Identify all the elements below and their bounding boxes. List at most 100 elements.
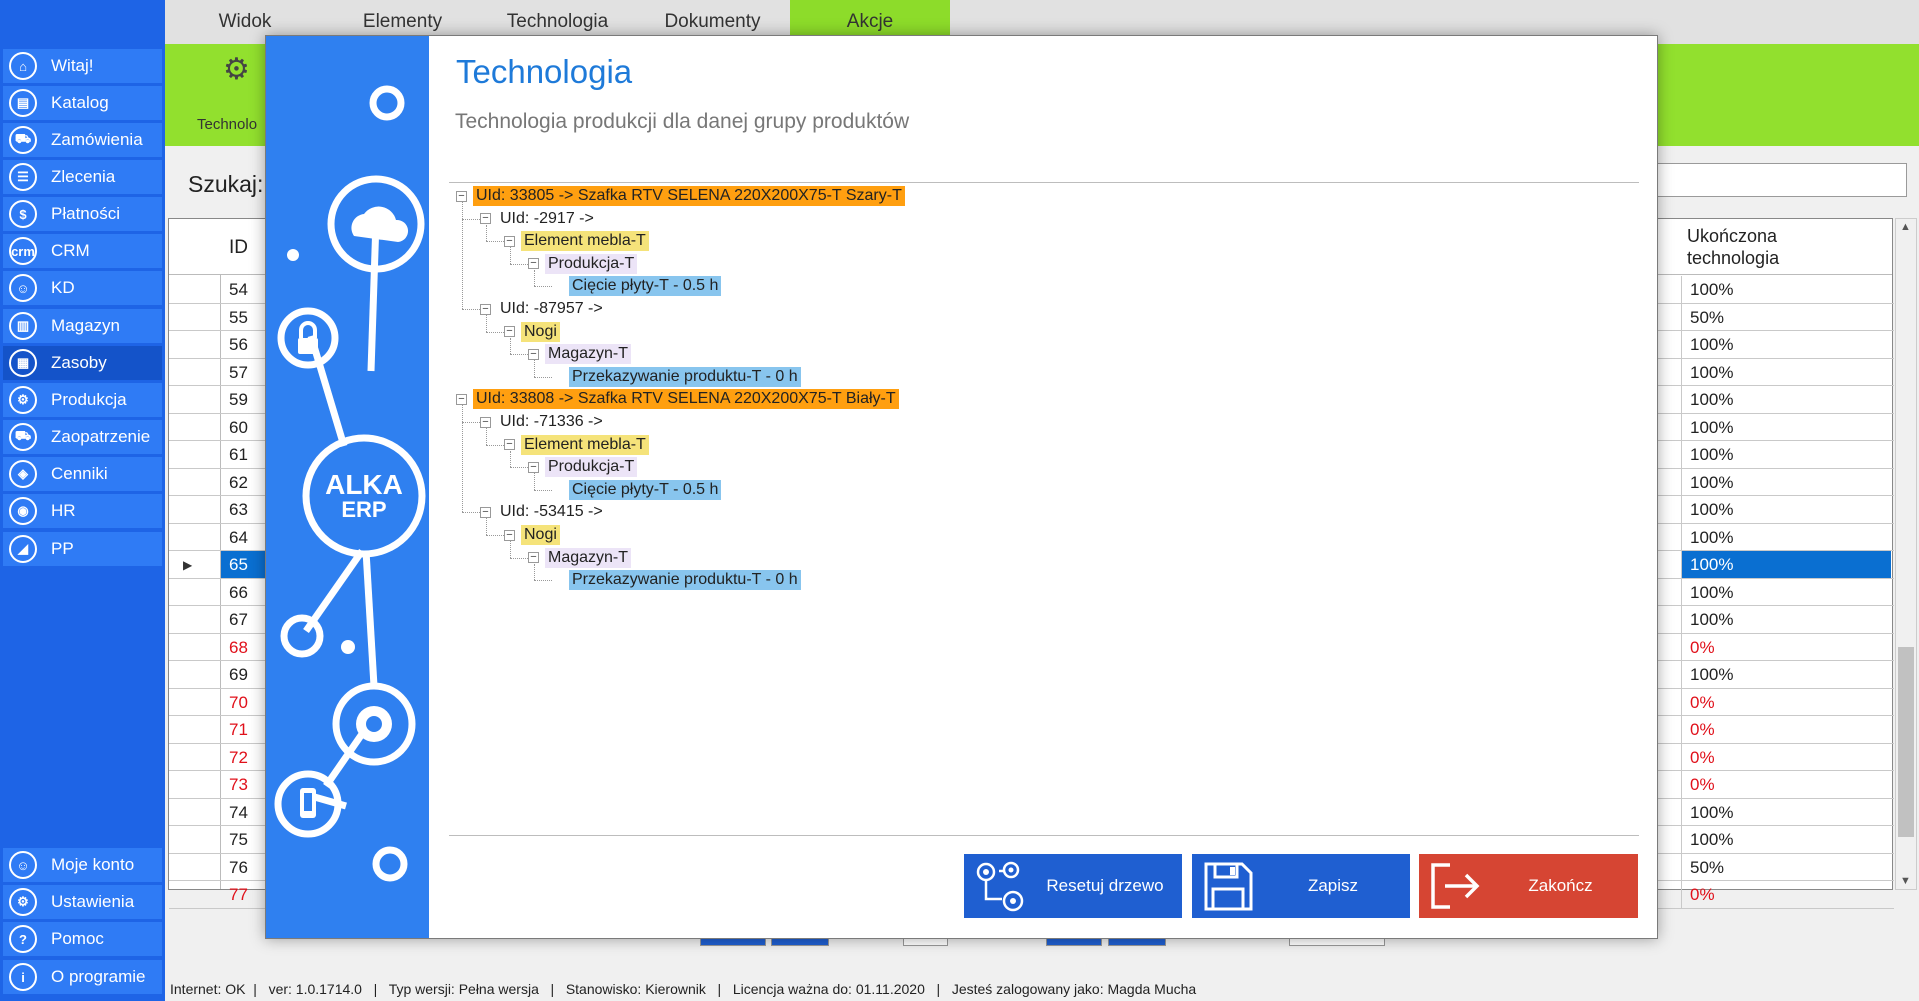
tree-node[interactable]: −Magazyn-T [528, 344, 632, 365]
tree-node[interactable]: −Element mebla-T [504, 231, 649, 252]
sidebar-item-10[interactable]: ⚙Produkcja [3, 383, 162, 417]
tree-node[interactable]: −Nogi [504, 525, 560, 545]
tree-node[interactable]: −Produkcja-T [528, 457, 638, 478]
collapse-icon[interactable]: − [456, 190, 467, 202]
collapse-icon[interactable]: − [480, 213, 491, 225]
tab-elementy[interactable]: Elementy [362, 11, 443, 32]
search-input[interactable] [1656, 163, 1907, 197]
collapse-icon[interactable]: − [504, 326, 515, 338]
tree-node-label[interactable]: Cięcie płyty-T - 0.5 h [569, 276, 722, 297]
collapse-icon[interactable]: − [456, 393, 467, 405]
scroll-up-icon[interactable]: ▲ [1900, 221, 1911, 233]
tree-node[interactable]: −UId: -87957 -> [480, 299, 606, 319]
sidebar-item-8[interactable]: ▥Magazyn [3, 309, 162, 343]
gears-icon[interactable]: ⚙ [223, 53, 250, 86]
column-header-technology[interactable]: Ukończona technologia [1687, 225, 1779, 269]
tree-node[interactable]: −Element mebla-T [504, 434, 649, 455]
sidebar-bottom-item-1[interactable]: ☺Moje konto [3, 848, 162, 882]
tree-node[interactable]: −UId: 33808 -> Szafka RTV SELENA 220X200… [456, 389, 899, 410]
tree-node[interactable]: Cięcie płyty-T - 0.5 h [552, 276, 722, 297]
tree-node-label[interactable]: UId: 33805 -> Szafka RTV SELENA 220X200X… [473, 186, 905, 206]
sidebar-item-2[interactable]: ▤Katalog [3, 86, 162, 120]
tree-node-label[interactable]: UId: -53415 -> [500, 503, 603, 521]
collapse-icon[interactable]: − [480, 416, 491, 428]
save-button[interactable]: Zapisz [1192, 854, 1410, 918]
column-header-id[interactable]: ID [229, 237, 248, 258]
sidebar-item-13[interactable]: ◉HR [3, 494, 162, 528]
tab-widok[interactable]: Widok [218, 11, 272, 32]
tree-node-label[interactable]: Produkcja-T [545, 457, 638, 478]
collapse-icon[interactable]: − [504, 439, 515, 451]
tree-node-label[interactable]: Element mebla-T [521, 231, 649, 252]
tree-node-label[interactable]: Magazyn-T [545, 547, 632, 568]
cell-technology-complete: 0% [1681, 716, 1891, 743]
collapse-icon[interactable]: − [504, 235, 515, 247]
user-icon: ☺ [9, 274, 37, 302]
cell-technology-complete: 100% [1681, 331, 1891, 358]
warehouse-icon: ▥ [9, 312, 37, 340]
tree-node[interactable]: −UId: 33805 -> Szafka RTV SELENA 220X200… [456, 186, 905, 206]
tree-node[interactable]: Cięcie płyty-T - 0.5 h [552, 479, 722, 500]
collapse-icon[interactable]: − [480, 506, 491, 518]
ribbon-button-label[interactable]: Technolo [197, 116, 258, 133]
cell-id: 54 [221, 276, 271, 303]
sidebar-item-14[interactable]: ◢PP [3, 532, 162, 566]
collapse-icon[interactable]: − [528, 258, 539, 270]
tree-node-label[interactable]: Produkcja-T [545, 253, 638, 274]
tree-node[interactable]: Przekazywanie produktu-T - 0 h [552, 366, 801, 387]
tree-node-label[interactable]: UId: -2917 -> [500, 209, 594, 227]
sidebar-item-7[interactable]: ☺KD [3, 271, 162, 305]
tree-node-label[interactable]: Nogi [521, 525, 560, 545]
close-button[interactable]: Zakończ [1419, 854, 1638, 918]
collapse-icon[interactable]: − [480, 303, 491, 315]
chart-icon: ◢ [9, 535, 37, 563]
tree-node[interactable]: −UId: -71336 -> [480, 412, 606, 432]
sidebar-item-12[interactable]: ◈Cenniki [3, 457, 162, 491]
tree-node-label[interactable]: Przekazywanie produktu-T - 0 h [569, 366, 801, 387]
sidebar-item-11[interactable]: ⛟Zaopatrzenie [3, 420, 162, 454]
tree-node[interactable]: −Magazyn-T [528, 547, 632, 568]
tree-node-label[interactable]: UId: 33808 -> Szafka RTV SELENA 220X200X… [473, 389, 899, 410]
tree-connector [486, 444, 504, 446]
sidebar-item-9[interactable]: ▦Zasoby [3, 346, 162, 380]
tree-node[interactable]: −UId: -2917 -> [480, 209, 597, 229]
tree-node-label[interactable]: UId: -87957 -> [500, 300, 603, 317]
sidebar-item-5[interactable]: $Płatności [3, 197, 162, 231]
tree-node[interactable]: Przekazywanie produktu-T - 0 h [552, 570, 801, 591]
tree-connector [534, 580, 552, 582]
tree-node[interactable]: −Produkcja-T [528, 253, 638, 274]
sidebar-item-4[interactable]: ☰Zlecenia [3, 160, 162, 194]
tree-node-label[interactable]: Magazyn-T [545, 344, 632, 365]
tree-node[interactable]: −UId: -53415 -> [480, 502, 606, 522]
collapse-icon[interactable]: − [528, 552, 539, 564]
tree-node-label[interactable]: Cięcie płyty-T - 0.5 h [569, 479, 722, 500]
sidebar-item-3[interactable]: ⛟Zamówienia [3, 123, 162, 157]
collapse-icon[interactable]: − [504, 529, 515, 541]
help-icon: ? [9, 925, 37, 953]
table-scrollbar[interactable]: ▲ ▼ [1895, 218, 1917, 890]
cell-id: 59 [221, 386, 271, 413]
tree-node[interactable]: −Nogi [504, 321, 560, 342]
tab-dokumenty[interactable]: Dokumenty [664, 11, 761, 32]
tree-node-label[interactable]: UId: -71336 -> [500, 413, 603, 430]
cell-technology-complete: 100% [1681, 578, 1891, 605]
tree-node-label[interactable]: Nogi [521, 321, 560, 342]
reset-tree-button[interactable]: Resetuj drzewo [964, 854, 1182, 918]
collapse-icon[interactable]: − [528, 461, 539, 473]
scroll-down-icon[interactable]: ▼ [1900, 875, 1911, 887]
cell-technology-complete: 0% [1681, 743, 1891, 770]
tree-node-label[interactable]: Przekazywanie produktu-T - 0 h [569, 570, 801, 591]
collapse-icon[interactable]: − [528, 348, 539, 360]
sidebar-item-label: Zlecenia [51, 167, 116, 186]
cell-technology-complete: 100% [1681, 496, 1891, 523]
sidebar-bottom-item-2[interactable]: ⚙Ustawienia [3, 885, 162, 919]
sidebar-item-label: Produkcja [51, 390, 127, 409]
tree-node-label[interactable]: Element mebla-T [521, 434, 649, 455]
cell-technology-complete: 0% [1681, 688, 1891, 715]
sidebar-item-1[interactable]: ⌂Witaj! [3, 49, 162, 83]
sidebar-bottom-item-3[interactable]: ?Pomoc [3, 922, 162, 956]
tab-technologia[interactable]: Technologia [506, 11, 609, 32]
scroll-thumb[interactable] [1898, 647, 1914, 837]
